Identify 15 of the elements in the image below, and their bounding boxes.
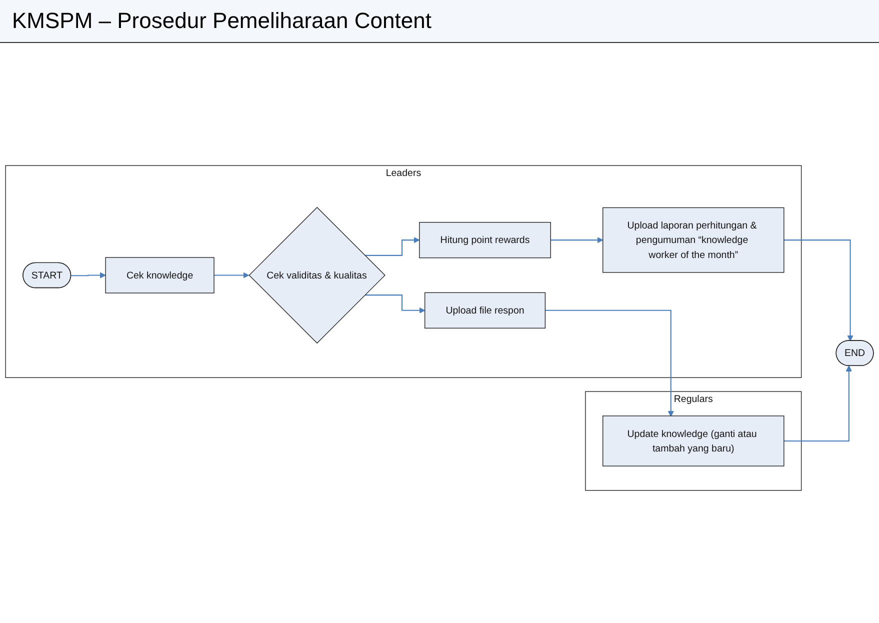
arrow (784, 365, 852, 442)
arrow (784, 240, 854, 342)
arrow (364, 237, 420, 256)
node-box: Cek knowledge (105, 257, 214, 294)
arrow (550, 237, 604, 244)
node-box: Hitung point rewards (419, 222, 551, 258)
arrow (214, 272, 250, 278)
node-box: Upload laporan perhitungan & pengumuman “knowledge worker of the month” (602, 207, 784, 273)
arrow (71, 272, 106, 278)
node-box: Upload file respon (424, 292, 546, 329)
node-diamond: Cek validitas & kualitas (248, 206, 386, 344)
diagram-title: KMSPM – Prosedur Pemeliharaan Content (0, 0, 879, 43)
arrow (364, 294, 426, 314)
arrow (545, 310, 674, 417)
node-box: Update knowledge (ganti atau tambah yang baru) (602, 416, 784, 466)
